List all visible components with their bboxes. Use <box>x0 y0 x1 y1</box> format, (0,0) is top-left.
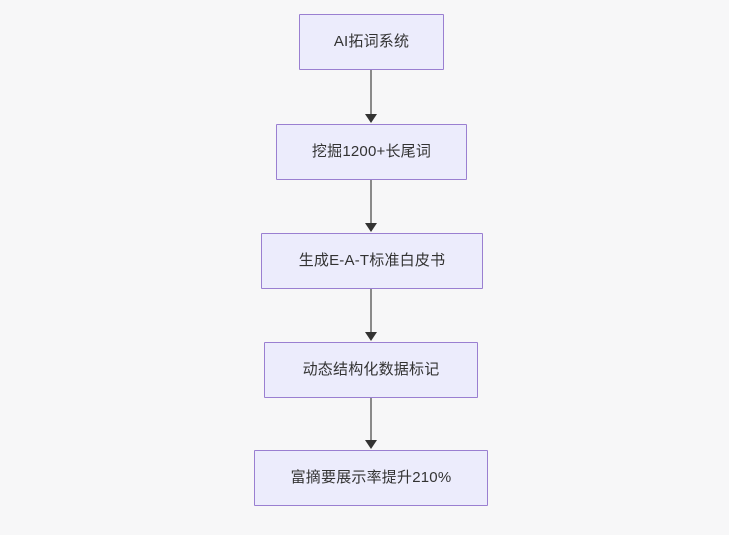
connector-arrowhead-4-5 <box>365 440 377 449</box>
connector-arrowhead-3-4 <box>365 332 377 341</box>
flowchart-node-mine-longtail-keywords[interactable]: 挖掘1200+长尾词 <box>276 124 467 180</box>
connector-line-3-4 <box>370 289 372 333</box>
connector-line-1-2 <box>370 70 372 115</box>
flowchart-node-label: 富摘要展示率提升210% <box>290 469 452 486</box>
connector-arrowhead-2-3 <box>365 223 377 232</box>
flowchart-node-label: 动态结构化数据标记 <box>302 361 440 378</box>
connector-arrowhead-1-2 <box>365 114 377 123</box>
flowchart-node-dynamic-structured-data-markup[interactable]: 动态结构化数据标记 <box>264 342 478 398</box>
flowchart-node-ai-keyword-system[interactable]: AI拓词系统 <box>299 14 444 70</box>
connector-line-4-5 <box>370 398 372 441</box>
flowchart-node-label: 挖掘1200+长尾词 <box>311 143 432 160</box>
connector-line-2-3 <box>370 180 372 224</box>
flowchart-node-generate-eat-whitepaper[interactable]: 生成E-A-T标准白皮书 <box>261 233 483 289</box>
flowchart-node-rich-snippet-impression-lift[interactable]: 富摘要展示率提升210% <box>254 450 488 506</box>
flowchart-node-label: AI拓词系统 <box>333 33 410 50</box>
flowchart-node-label: 生成E-A-T标准白皮书 <box>298 252 446 269</box>
